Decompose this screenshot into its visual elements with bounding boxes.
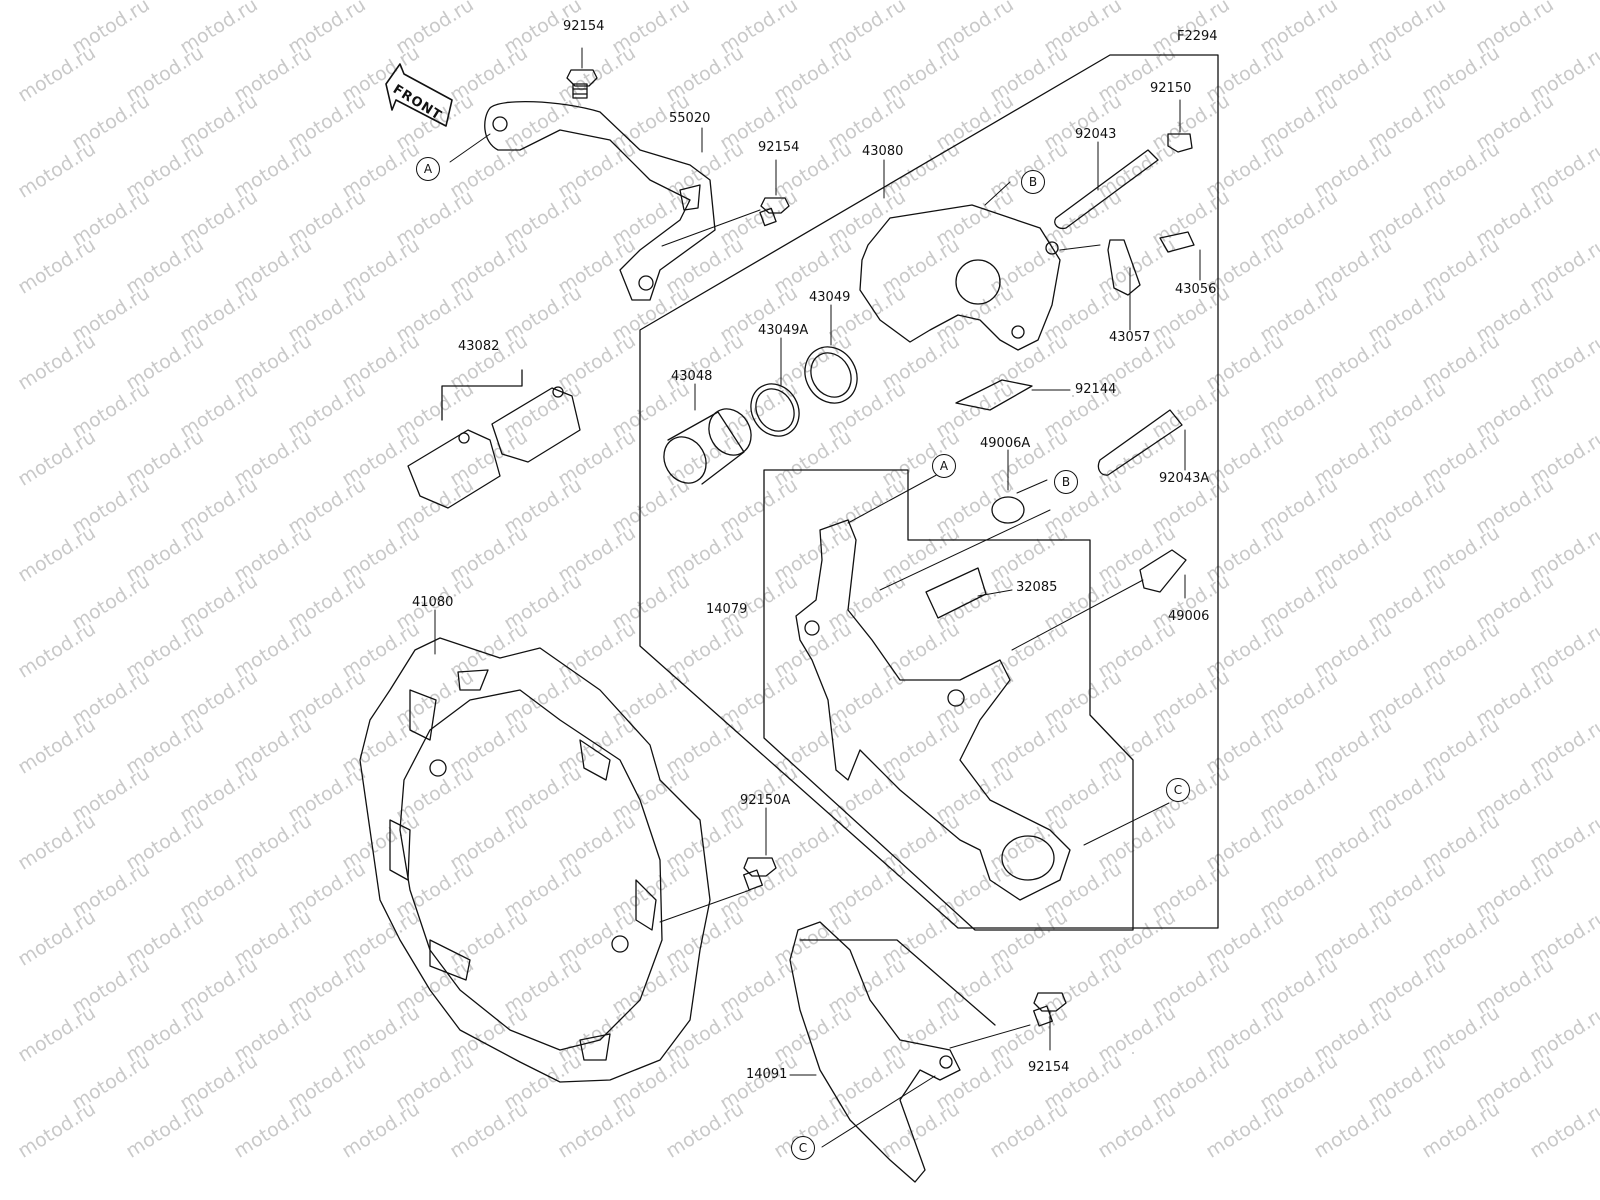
leader-lines: [434, 47, 1201, 1148]
part-label-92043[interactable]: 92043: [1075, 127, 1117, 142]
part-label-14091[interactable]: 14091: [746, 1067, 788, 1082]
part-label-43056[interactable]: 43056: [1175, 282, 1217, 297]
part-label-32085[interactable]: 32085: [1016, 580, 1058, 595]
seal-43049: [804, 346, 858, 404]
boot-49006: [1139, 549, 1187, 593]
caliper-bracket-14079: [795, 519, 1071, 901]
bracket-hole: [492, 116, 508, 132]
part-label-43057[interactable]: 43057: [1109, 330, 1151, 345]
piston-43048: [663, 408, 752, 485]
part-label-43049[interactable]: 43049: [809, 290, 851, 305]
diagram-code: F2294: [1177, 29, 1218, 44]
part-label-55020[interactable]: 55020: [669, 111, 711, 126]
part-label-14079[interactable]: 14079: [706, 602, 748, 617]
part-label-43048[interactable]: 43048: [671, 369, 713, 384]
spring-92144: [955, 379, 1033, 411]
part-label-41080[interactable]: 41080: [412, 595, 454, 610]
pad-bracket: [441, 369, 523, 421]
bolt-92154-mid: [759, 197, 790, 227]
part-label-92144[interactable]: 92144: [1075, 382, 1117, 397]
part-label-92043A[interactable]: 92043A: [1159, 471, 1210, 486]
caliper-piston-bore: [955, 259, 1001, 305]
bolt-92154-bottom: [1033, 992, 1067, 1027]
part-label-43080[interactable]: 43080: [862, 144, 904, 159]
ref-marker-a: A: [416, 157, 440, 181]
part-label-49006[interactable]: 49006: [1168, 609, 1210, 624]
bracket-slot: [679, 184, 701, 211]
bracket-bore: [1001, 835, 1055, 881]
pin-92043: [1054, 149, 1159, 230]
brake-disc-41080: [359, 637, 711, 1083]
ref-marker-a: A: [932, 454, 956, 478]
ref-marker-b: B: [1054, 470, 1078, 494]
brake-pads-43082: [407, 386, 581, 509]
guard-frame: [799, 939, 996, 1026]
seal-43049A: [750, 383, 800, 437]
bracket-hole: [638, 275, 654, 291]
bracket-55020: [484, 100, 716, 301]
bracket-hole: [947, 689, 965, 707]
cap-43057: [1107, 239, 1141, 296]
disc-vents: [389, 669, 657, 1061]
bracket-hole: [804, 620, 820, 636]
pin-92043A: [1097, 409, 1183, 476]
guard-hole: [939, 1055, 953, 1069]
bleeder-43056: [1159, 231, 1195, 253]
bolt-92154-top: [566, 69, 598, 99]
caliper-body: [859, 204, 1061, 351]
part-label-43082[interactable]: 43082: [458, 339, 500, 354]
ref-marker-c: C: [1166, 778, 1190, 802]
cap-92150: [1167, 133, 1193, 153]
bolt-92150A: [743, 857, 777, 891]
part-label-49006A[interactable]: 49006A: [980, 436, 1031, 451]
caliper-assembly-frame: [639, 54, 1219, 929]
ref-marker-b: B: [1021, 170, 1045, 194]
ref-marker-c: C: [791, 1136, 815, 1160]
part-label-92154[interactable]: 92154: [758, 140, 800, 155]
caliper-port: [1045, 241, 1059, 255]
caliper-mount-hole: [1011, 325, 1025, 339]
part-label-92150A[interactable]: 92150A: [740, 793, 791, 808]
part-label-92150[interactable]: 92150: [1150, 81, 1192, 96]
part-label-92154[interactable]: 92154: [563, 19, 605, 34]
brake-disc-inner: [399, 689, 663, 1051]
clip-32085: [925, 567, 987, 619]
disc-guard-14091: [789, 921, 961, 1183]
front-arrow-icon: [385, 63, 453, 127]
disc-bolt-hole: [429, 759, 447, 777]
part-label-92154[interactable]: 92154: [1028, 1060, 1070, 1075]
part-label-43049A[interactable]: 43049A: [758, 323, 809, 338]
disc-bolt-hole: [611, 935, 629, 953]
bracket-frame: [763, 469, 1134, 931]
boot-49006A: [991, 496, 1025, 524]
